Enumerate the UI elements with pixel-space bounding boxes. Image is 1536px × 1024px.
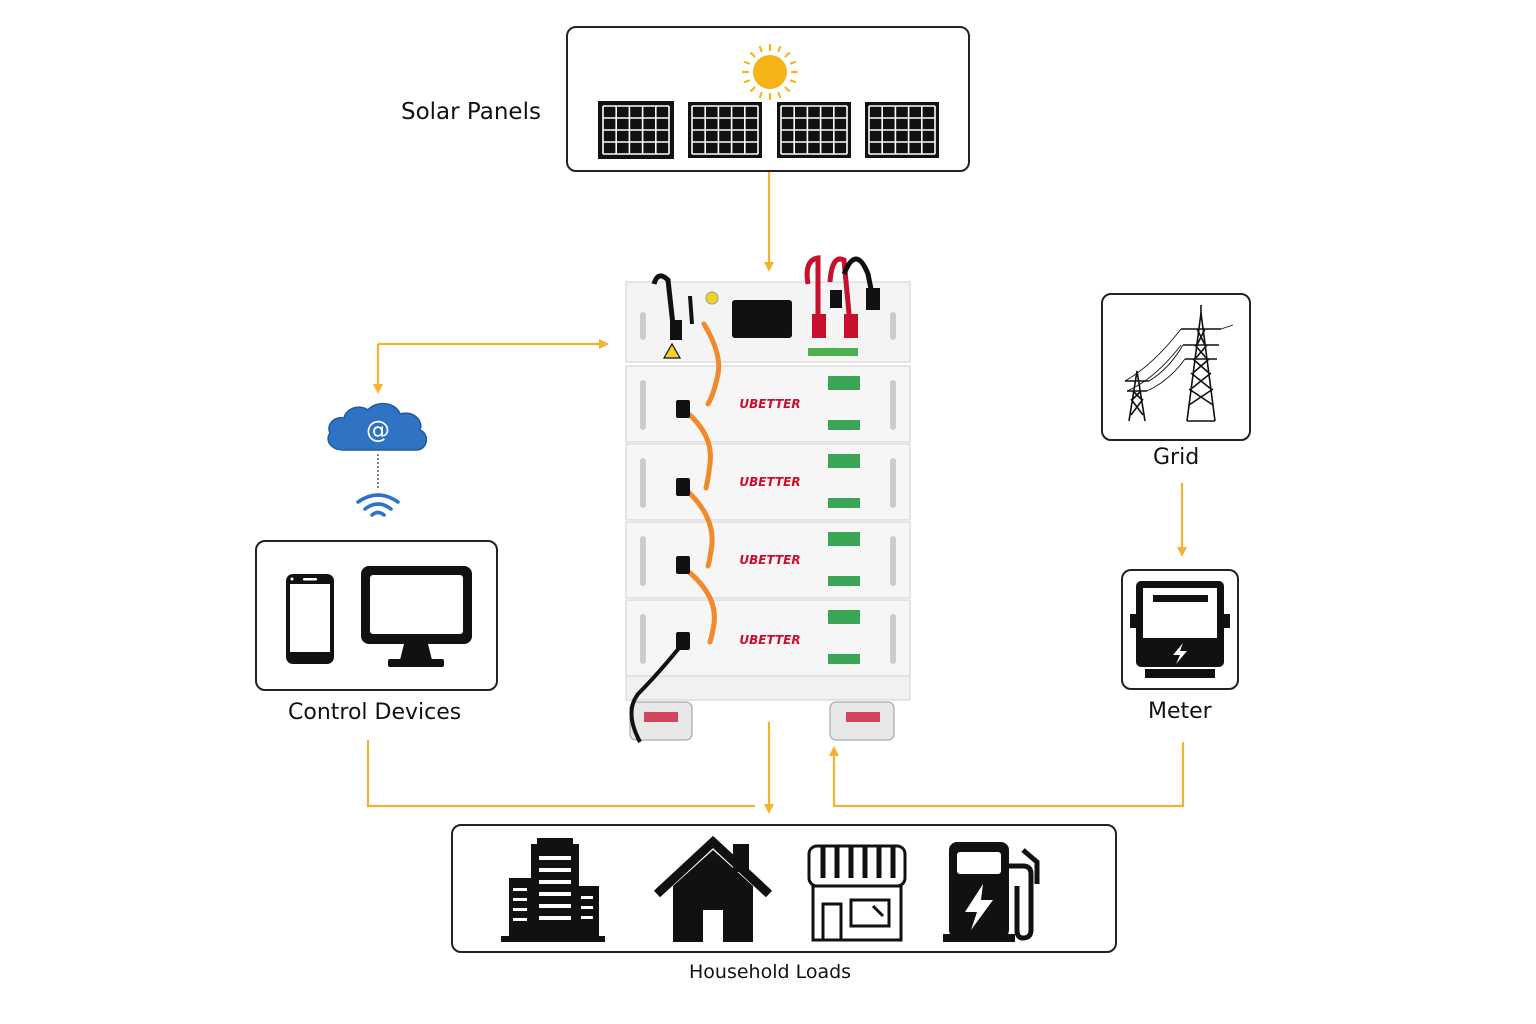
battery-cables-orange bbox=[681, 321, 722, 645]
battery-module: UBETTER bbox=[625, 521, 911, 599]
battery-stack: UBETTER UBETTER UBETTER UBETTER bbox=[625, 255, 911, 743]
monitor-icon bbox=[361, 566, 472, 667]
battery-feet bbox=[629, 701, 895, 741]
control-devices-label: Control Devices bbox=[288, 700, 462, 725]
solar-panel-icon bbox=[777, 102, 851, 158]
storefront-icon bbox=[807, 844, 907, 942]
office-building-icon bbox=[501, 838, 605, 942]
solar-panels-box bbox=[566, 26, 970, 172]
battery-control-module bbox=[625, 255, 911, 363]
ev-charger-icon bbox=[943, 842, 1040, 942]
battery-connectors bbox=[676, 400, 690, 650]
meter-box bbox=[1121, 569, 1239, 690]
solar-panels-illustration bbox=[598, 43, 939, 159]
solar-panel-icon bbox=[865, 102, 939, 158]
battery-brand-text: UBETTER bbox=[739, 553, 800, 567]
electric-meter-icon bbox=[1130, 581, 1230, 678]
grid-label: Grid bbox=[1153, 445, 1200, 470]
battery-brand-text: UBETTER bbox=[739, 397, 800, 411]
cloud-wifi-link bbox=[377, 454, 379, 490]
battery-module: UBETTER bbox=[625, 365, 911, 443]
wifi-icon bbox=[356, 493, 400, 517]
sun-icon bbox=[741, 43, 799, 101]
battery-bottom-cable bbox=[629, 640, 686, 743]
household-loads-label: Household Loads bbox=[689, 961, 852, 983]
meter-label: Meter bbox=[1148, 699, 1212, 724]
battery-brand-text: UBETTER bbox=[739, 633, 800, 647]
battery-module: UBETTER bbox=[625, 443, 911, 521]
household-loads-box bbox=[451, 824, 1117, 953]
arrow-control-to-loads bbox=[366, 740, 755, 808]
solar-panel-icon bbox=[598, 101, 674, 159]
svg-text:@: @ bbox=[366, 416, 390, 444]
arrow-meter-to-battery bbox=[829, 742, 1185, 808]
cloud-at-icon: @ bbox=[327, 402, 428, 451]
battery-brand-text: UBETTER bbox=[739, 475, 800, 489]
solar-panel-icon bbox=[688, 102, 762, 158]
control-devices-box bbox=[255, 540, 498, 691]
battery-module: UBETTER bbox=[625, 599, 911, 677]
transmission-tower-icon bbox=[1124, 305, 1234, 422]
smartphone-icon bbox=[286, 574, 334, 664]
house-icon bbox=[653, 835, 773, 942]
solar-panels-label: Solar Panels bbox=[401, 99, 541, 125]
grid-box bbox=[1101, 293, 1251, 441]
